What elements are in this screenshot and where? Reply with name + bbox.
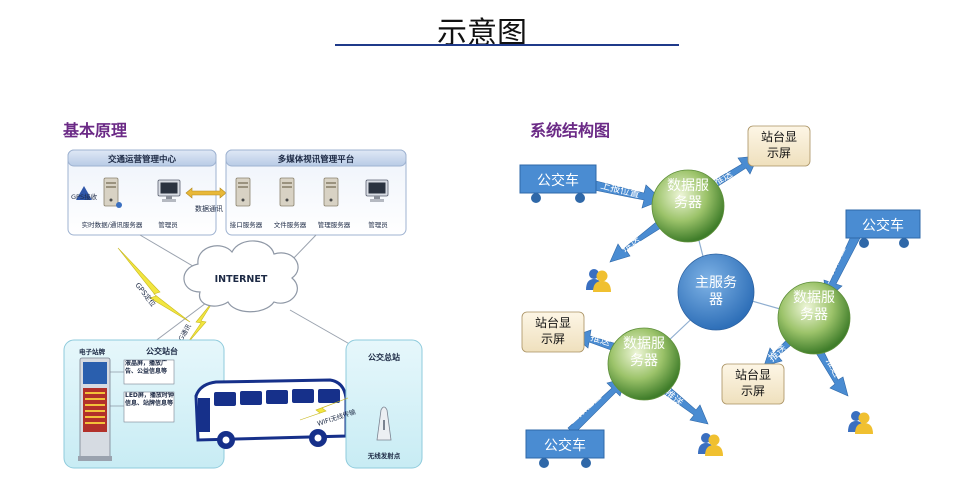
gps-signal-bolt: GPS定位 [117, 247, 191, 323]
data-server-1: 数据服务器 [651, 169, 725, 243]
lcd-note: 液晶屏，播放广告、公益信息等 [125, 360, 168, 375]
media-platform-title: 多媒体视讯管理平台 [278, 154, 355, 165]
traffic-center-panel: 交通运营管理中心 GPS接收 实时数据/通讯服务器 管理员 [67, 149, 217, 236]
bus-box-2: 公交车 [845, 209, 921, 248]
e-sign-label: 电子站牌 [79, 347, 106, 356]
platform-item-label: 文件服务器 [274, 220, 307, 229]
display-label: 站台显示屏 [734, 368, 771, 398]
basic-principle-heading: 基本原理 [63, 121, 128, 140]
display-label: 站台显示屏 [534, 316, 571, 346]
gps-receive-label: GPS接收 [71, 192, 98, 201]
bus-label: 公交车 [862, 217, 904, 234]
user-icon [698, 433, 723, 456]
led-note: LED屏，播放时钟信息、站牌信息等 [125, 392, 174, 407]
bus-station-title: 公交站台 [146, 346, 178, 356]
data-server-label: 数据服务器 [667, 178, 709, 211]
gps-antenna-icon [76, 186, 92, 200]
flow-arrows [567, 155, 861, 435]
gps-locate-label: GPS定位 [133, 281, 157, 309]
bus-station-panel: 公交站台 电子站牌 液晶屏，播放广告、公益信息等 LED屏，播放时钟信息、站牌信… [63, 339, 225, 469]
file-server-icon [279, 177, 295, 207]
display-box-3: 站台显示屏 [721, 363, 785, 405]
bus-terminal-title: 公交总站 [368, 352, 400, 362]
bus-box-1: 公交车 [519, 164, 597, 203]
realtime-server-label: 实时数据/通讯服务器 [82, 220, 143, 229]
main-server-label: 主服务器 [695, 275, 737, 308]
platform-item-label: 接口服务器 [230, 220, 263, 229]
bus-illustration [194, 378, 348, 449]
traffic-center-title: 交通运营管理中心 [108, 154, 177, 165]
display-label: 站台显示屏 [760, 130, 797, 160]
data-comm-label: 数据通讯 [195, 204, 223, 213]
bus-label: 公交车 [537, 172, 579, 189]
user-icon [848, 411, 873, 434]
media-platform-panel: 多媒体视讯管理平台 接口服务器 文件服务器 管理服务器 管理员 [225, 149, 407, 236]
user-icon [586, 269, 611, 292]
realtime-server-icon [103, 177, 119, 207]
bus-label: 公交车 [544, 437, 586, 454]
interface-server-icon [235, 177, 251, 207]
push-label: 推送 [823, 355, 844, 379]
bus-terminal-panel: 公交总站 无线发射点 [345, 339, 423, 469]
platform-item-label: 管理服务器 [318, 220, 351, 229]
platform-item-label: 管理员 [368, 220, 388, 229]
upload-label: 上报位置 [599, 178, 641, 200]
title-underline [335, 44, 679, 46]
display-box-2: 站台显示屏 [521, 311, 585, 353]
internet-label: INTERNET [215, 274, 268, 285]
traffic-admin-label: 管理员 [158, 220, 178, 229]
internet-cloud: INTERNET [183, 240, 299, 313]
data-server-label: 数据服务器 [793, 290, 835, 323]
data-server-3: 数据服务器 [777, 281, 851, 355]
push-label: 推送 [589, 330, 612, 348]
bus-box-3: 公交车 [525, 429, 605, 468]
data-server-2: 数据服务器 [607, 327, 681, 401]
main-server: 主服务器 [677, 253, 755, 331]
transmitter-label: 无线发射点 [367, 451, 401, 460]
management-server-icon [323, 177, 339, 207]
data-server-label: 数据服务器 [623, 336, 665, 369]
display-box-1: 站台显示屏 [747, 125, 811, 167]
system-structure-heading: 系统结构图 [530, 121, 611, 140]
